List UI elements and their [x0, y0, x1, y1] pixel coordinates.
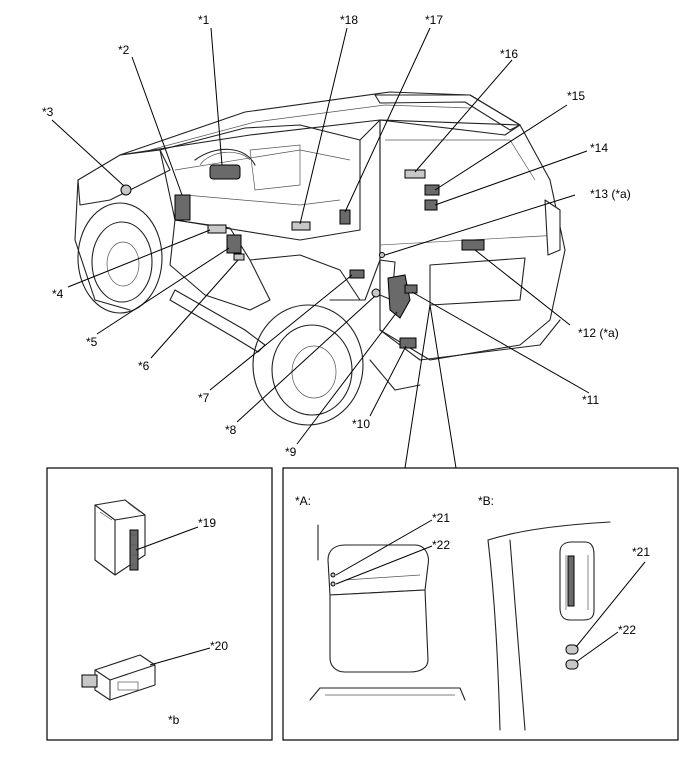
detail-a-title: *A: [295, 494, 311, 508]
ecu-19-illustration [94, 499, 146, 576]
callout-6: *6 [138, 359, 150, 373]
callout-8: *8 [225, 423, 237, 437]
callout-1: *1 [198, 13, 210, 27]
callout-17: *17 [425, 13, 443, 27]
part-3-sensor [120, 184, 132, 196]
part-16 [404, 169, 426, 179]
callout-19: *19 [198, 516, 216, 530]
detail-a-callout-22: *22 [432, 538, 450, 552]
callout-12: *12 (*a) [578, 326, 619, 340]
callout-7: *7 [198, 391, 210, 405]
part-17 [339, 209, 351, 225]
part-15 [424, 184, 440, 196]
detail-b: *B: *21 *22 [478, 494, 650, 731]
detail-b-part-22 [565, 659, 579, 670]
detail-pointer-lines [404, 304, 457, 469]
detail-a: *A: *21 *22 [295, 494, 466, 701]
callout-20: *20 [210, 639, 228, 653]
detail-b-callout-22: *22 [618, 623, 636, 637]
callout-13: *13 (*a) [590, 187, 631, 201]
callout-15: *15 [567, 89, 585, 103]
detail-a-part-22 [330, 581, 336, 587]
callout-11: *11 [582, 393, 599, 407]
callout-14: *14 [590, 141, 608, 155]
detail-panel: *A: *21 *22 *B: *21 [282, 467, 679, 741]
detail-a-callout-21: *21 [432, 511, 450, 525]
part-10 [399, 337, 417, 349]
ecu-panel: *19 *20 *b [46, 467, 273, 741]
callout-4: *4 [52, 287, 64, 301]
ecu-20-illustration [81, 654, 156, 701]
part-13 [379, 252, 385, 258]
part-1-combination-meter [209, 164, 241, 180]
callout-3: *3 [42, 105, 54, 119]
part-14 [424, 199, 438, 211]
callout-5: *5 [86, 335, 98, 349]
part-12 [461, 239, 485, 251]
callout-10: *10 [352, 417, 370, 431]
part-11 [404, 284, 418, 294]
callout-18: *18 [340, 13, 358, 27]
ecu-19-connector [129, 529, 139, 571]
leader-lines [51, 27, 590, 445]
callout-9: *9 [285, 445, 297, 459]
part-9-door-lock [387, 274, 411, 319]
part-8 [371, 288, 381, 298]
callout-16: *16 [500, 47, 518, 61]
part-18 [291, 221, 311, 231]
callout-2: *2 [118, 43, 130, 57]
part-5 [226, 234, 242, 254]
detail-b-callout-21: *21 [632, 545, 650, 559]
part-6 [233, 253, 245, 261]
detail-b-title: *B: [478, 494, 494, 508]
callout-labels: *1 *2 *3 *4 *5 *6 *7 *8 *9 *10 *11 *12 (… [42, 13, 631, 459]
part-4 [207, 224, 227, 234]
detail-a-part-21 [330, 572, 336, 578]
component-parts [120, 164, 485, 349]
part-2 [174, 194, 191, 221]
ecu-20-connector [81, 674, 98, 688]
ecu-panel-note: *b [168, 713, 180, 727]
detail-b-part-21 [565, 644, 579, 655]
part-7 [349, 269, 365, 279]
